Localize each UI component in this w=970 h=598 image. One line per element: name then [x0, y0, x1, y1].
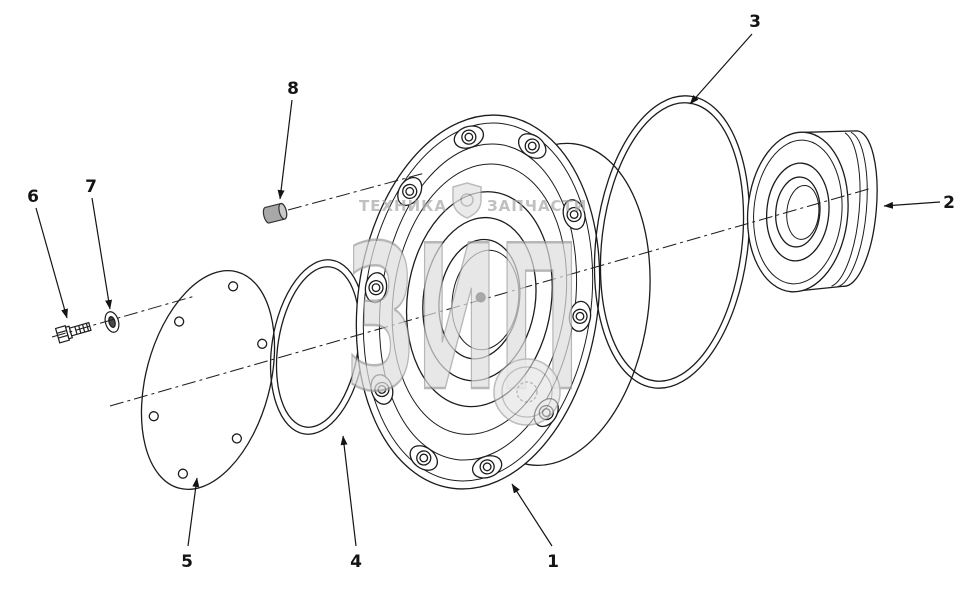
hub-bolt-boss — [364, 272, 388, 304]
callout-3-leader — [689, 33, 753, 105]
plate-hole — [231, 433, 243, 444]
bolt-head-facet — [56, 329, 67, 334]
callout-5-label: 5 — [181, 552, 193, 572]
bolt-thread — [74, 326, 78, 335]
main-axis-centerline — [109, 187, 873, 407]
watermark-brand-right: ЗАПЧАСТИ — [487, 197, 587, 215]
bearing-groove — [831, 132, 861, 287]
plate-hole — [257, 338, 268, 349]
bearing-race — [765, 162, 830, 262]
callout-8-label: 8 — [287, 79, 299, 99]
bearing-face-rim — [753, 139, 843, 285]
hub-bolt-boss — [453, 125, 485, 149]
large-ring-inner — [599, 102, 745, 382]
bearing-bore-depth — [786, 184, 820, 240]
callout-2-label: 2 — [943, 193, 955, 213]
plate-hole — [173, 316, 185, 327]
watermark-emblem-inner — [501, 366, 553, 418]
plug-axis-centerline — [287, 172, 426, 211]
watermark-emblem-outer — [493, 358, 561, 426]
cover-plate-part — [140, 269, 276, 491]
hub-bolt-boss — [471, 455, 503, 479]
callout-4-label: 4 — [350, 552, 362, 572]
bolt-head-facet — [58, 334, 69, 339]
hub-bolt-boss — [568, 300, 592, 332]
callout-6-label: 6 — [27, 187, 39, 207]
callout-3-label: 3 — [749, 12, 761, 32]
plug-part — [262, 202, 288, 224]
callout-5-leader — [187, 477, 200, 547]
hub-center-ring — [422, 216, 537, 382]
callout-4-leader — [340, 435, 357, 547]
plate-hole — [177, 468, 189, 479]
hub-center-step — [391, 163, 568, 435]
callout-1-leader — [511, 483, 553, 547]
callout-6-leader — [35, 207, 68, 319]
bearing-bore — [775, 176, 821, 248]
cover-plate-disc — [140, 269, 276, 491]
washer-part — [104, 311, 120, 333]
centerlines — [51, 172, 873, 407]
callout-labels: 1 2 3 4 5 6 7 8 — [27, 12, 955, 572]
plug-face — [278, 202, 288, 220]
watermark-shield-icon — [452, 182, 482, 219]
callout-7-leader — [91, 197, 113, 310]
hub-bolt-boss — [409, 445, 439, 471]
watermark-shield-gear-icon — [460, 193, 474, 207]
bearing-part — [746, 130, 878, 293]
hub-bore-depth — [451, 249, 520, 351]
plate-hole — [148, 411, 159, 422]
plate-hole — [227, 281, 239, 292]
leader-lines — [35, 33, 941, 547]
watermark-emblem-gear-icon — [516, 381, 538, 403]
watermark-brand-left: ТЕХНИКА — [359, 197, 447, 215]
callout-8-leader — [277, 99, 293, 200]
hub-bolt-boss — [562, 199, 586, 230]
hub-bolt-boss — [517, 133, 547, 159]
callout-2-leader — [883, 201, 941, 209]
watermark: ТЕХНИКА ЗАПЧАСТИ ЗИП — [344, 182, 587, 437]
bearing-groove — [837, 131, 868, 288]
bolt-part — [54, 321, 92, 344]
callout-1-label: 1 — [547, 552, 559, 572]
hub-bolt-boss — [397, 176, 423, 206]
callout-7-label: 7 — [85, 177, 97, 197]
washer-hole — [108, 316, 116, 328]
hub-bolt-boss — [370, 374, 394, 405]
